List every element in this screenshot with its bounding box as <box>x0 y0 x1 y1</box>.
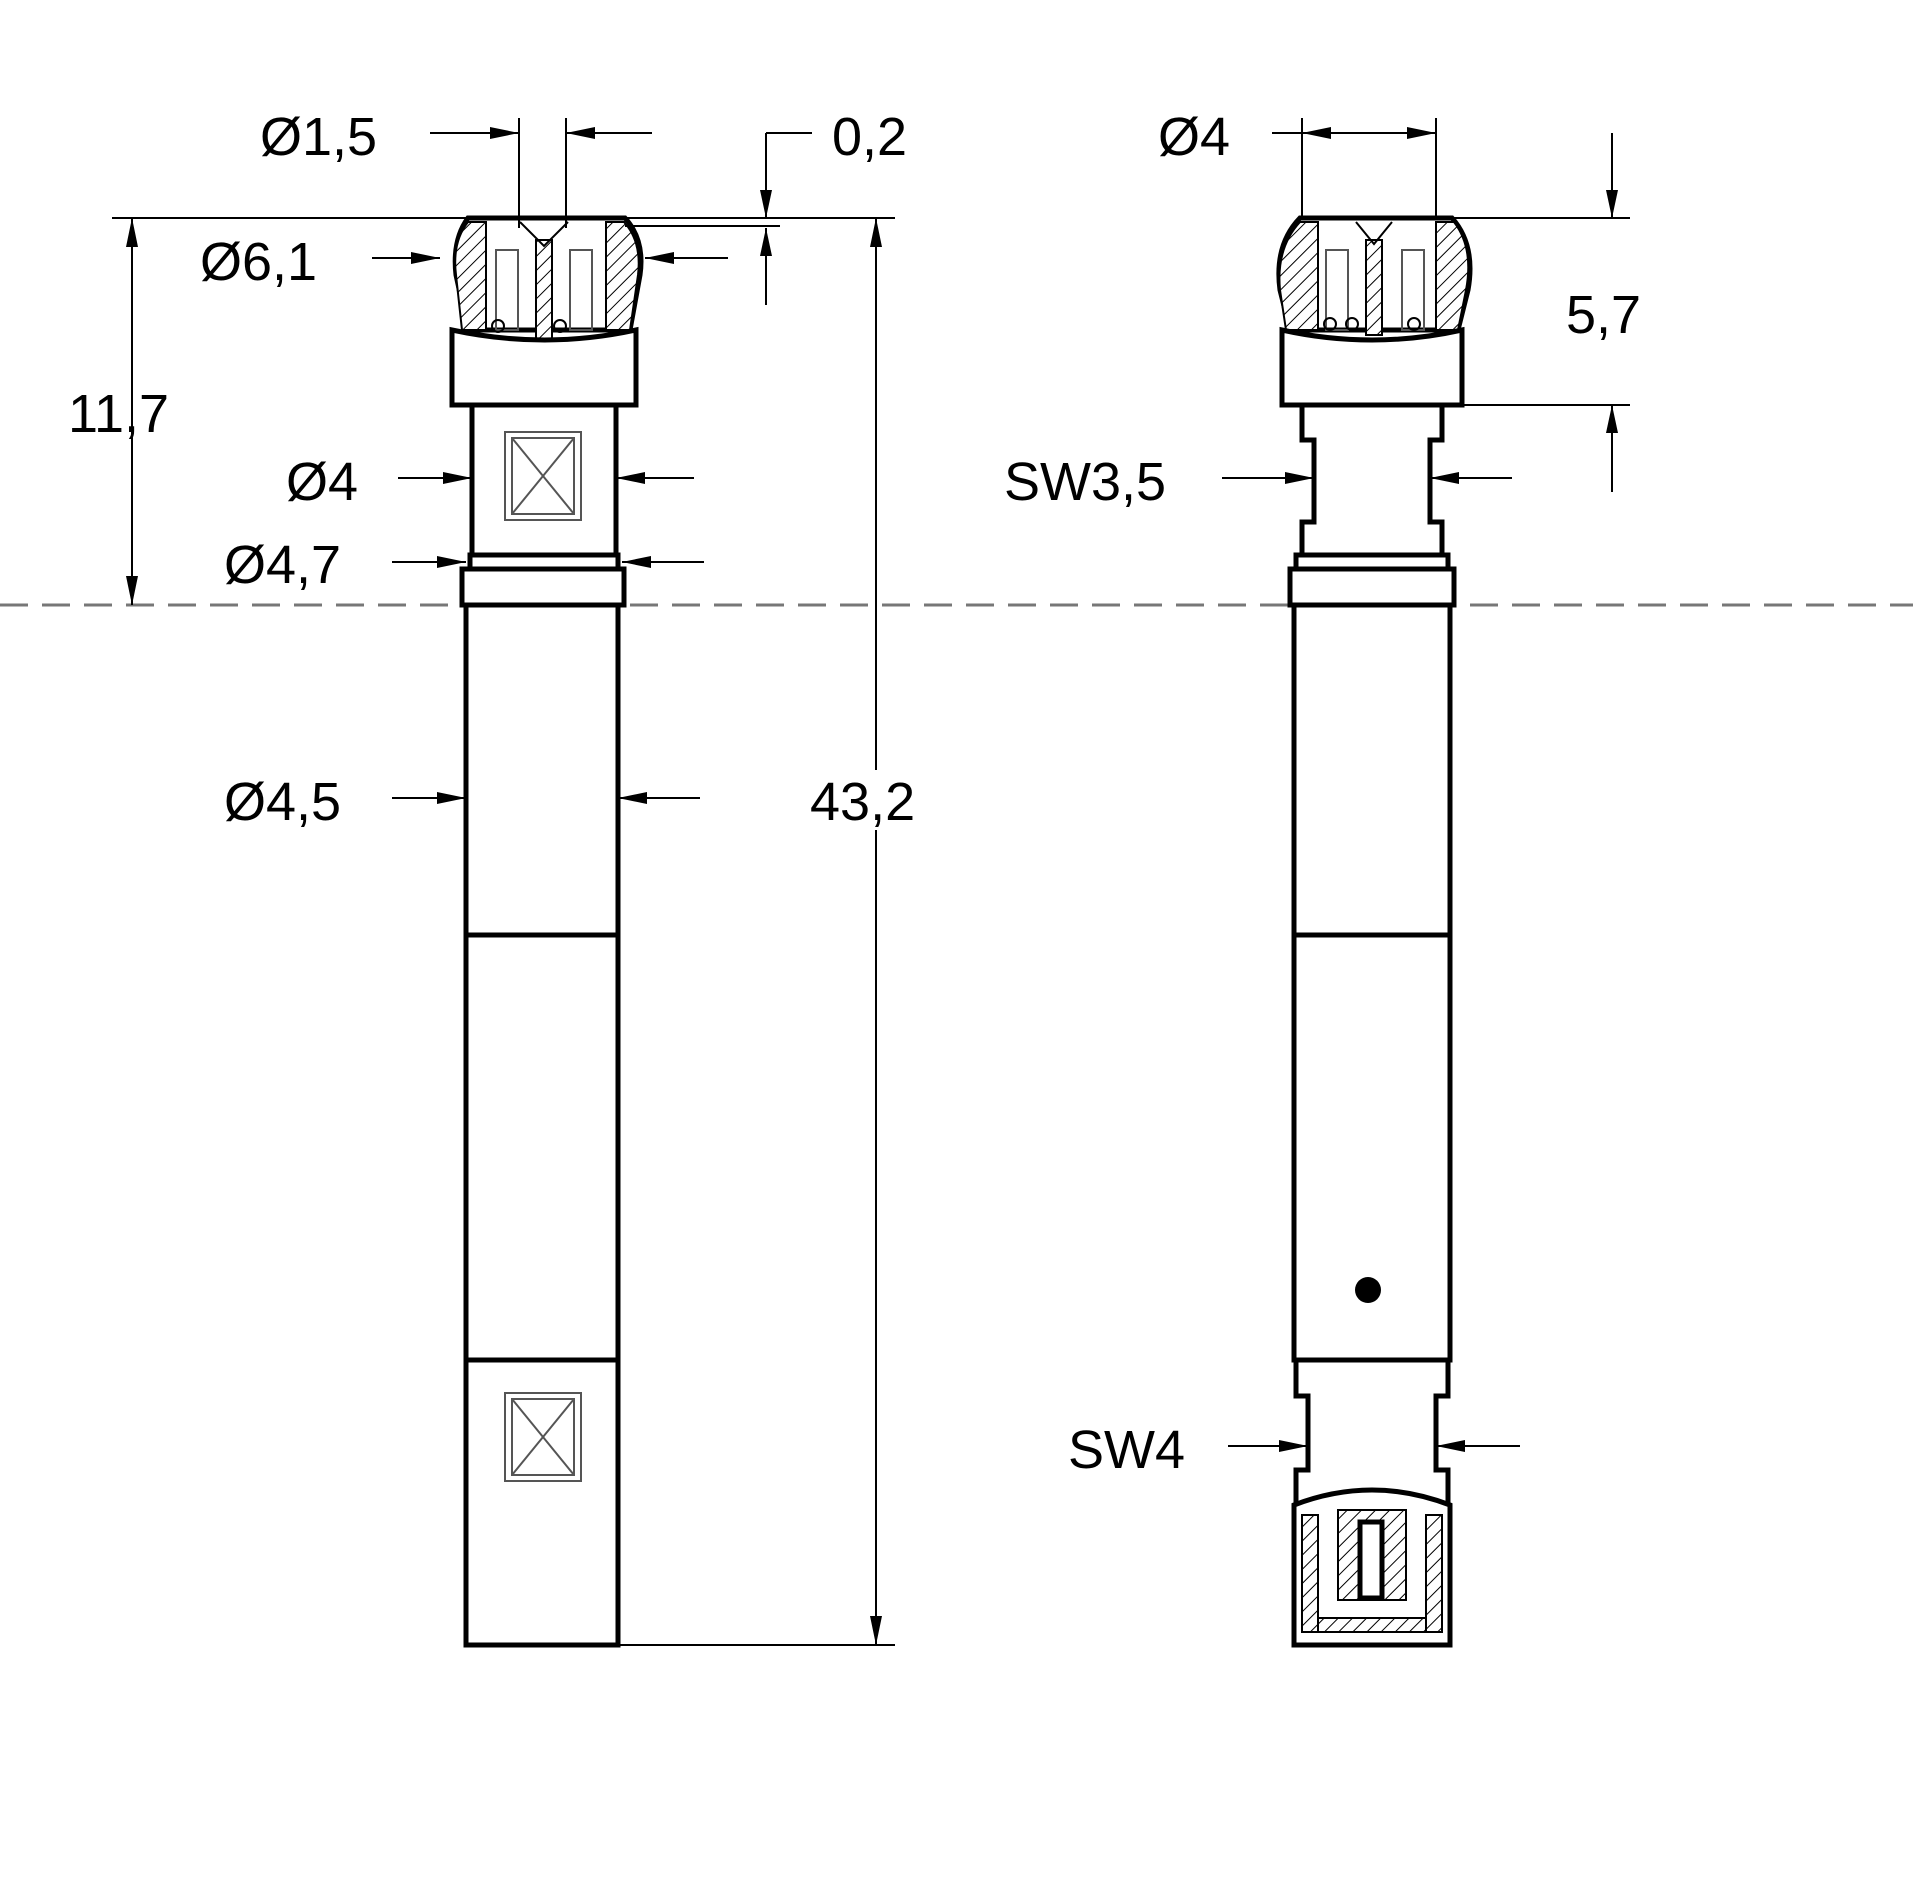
arrow <box>1279 1440 1308 1452</box>
arrow <box>616 472 645 484</box>
dim-tip-offset: 0,2 <box>832 107 907 167</box>
side-head-wall-right <box>1435 221 1470 331</box>
side-shank-upper <box>1291 602 1453 938</box>
front-ball-right <box>553 319 567 333</box>
side-lower-cup-bottom <box>1317 1617 1427 1633</box>
side-lower-cup-wall-left <box>1301 1514 1319 1633</box>
arrow <box>1436 1440 1465 1452</box>
front-plunger <box>535 239 553 341</box>
front-head-band <box>449 326 639 408</box>
side-ball-mid <box>1345 317 1359 331</box>
side-dim-head-diameter: Ø4 <box>1158 107 1230 167</box>
front-view <box>449 215 644 1648</box>
side-lower-cup-wall-right <box>1425 1514 1443 1633</box>
side-plunger-tip <box>1355 221 1393 246</box>
dim-tip-diameter: Ø1,5 <box>260 107 377 167</box>
arrow <box>1407 127 1436 139</box>
front-collar <box>459 566 627 608</box>
side-ball-right <box>1407 317 1421 331</box>
side-marking-dot <box>1355 1277 1381 1303</box>
arrow <box>870 218 882 247</box>
arrow <box>566 127 595 139</box>
front-square-section <box>469 402 619 558</box>
dim-shank-diameter: Ø4,5 <box>224 772 341 832</box>
arrow <box>760 190 772 218</box>
front-square-flat-bottom <box>504 1392 582 1482</box>
side-head-band <box>1279 326 1465 408</box>
arrow <box>1430 472 1459 484</box>
side-lower-insert-core <box>1357 1519 1385 1601</box>
side-inner-spring-left <box>1325 249 1349 331</box>
side-dimensions: Ø4 5,7 SW3,5 SW4 <box>1004 107 1641 1480</box>
arrow <box>411 252 440 264</box>
arrow <box>443 472 472 484</box>
side-head-wall-left <box>1278 221 1319 331</box>
arrow <box>870 1616 882 1645</box>
front-inner-spring-left <box>495 249 519 331</box>
dim-square-diameter: Ø4 <box>286 452 358 512</box>
front-head-wall-right <box>605 221 640 331</box>
arrow <box>126 576 138 605</box>
arrow <box>618 792 647 804</box>
front-plunger-tip <box>519 221 569 248</box>
arrow <box>760 228 772 256</box>
side-lower-hex <box>1293 1357 1451 1508</box>
arrow <box>645 252 674 264</box>
side-shank-middle <box>1291 932 1453 1363</box>
arrow <box>1285 472 1314 484</box>
arrow <box>1606 190 1618 218</box>
side-collar <box>1287 566 1457 608</box>
side-dim-head-height: 5,7 <box>1566 285 1641 345</box>
side-hex-section <box>1299 402 1445 558</box>
front-ball-left <box>491 319 505 333</box>
side-plunger <box>1365 239 1383 336</box>
arrow <box>437 792 466 804</box>
dim-head-diameter: Ø6,1 <box>200 232 317 292</box>
side-view <box>1276 215 1473 1648</box>
arrow <box>437 556 466 568</box>
front-square-flat-top <box>504 431 582 521</box>
front-inner-spring-right <box>569 249 593 331</box>
front-shank-middle <box>463 932 621 1363</box>
dim-overall-length: 43,2 <box>810 772 915 832</box>
front-shank-upper <box>463 602 621 938</box>
front-square-x-b <box>511 437 575 515</box>
dim-head-length: 11,7 <box>68 384 169 444</box>
front-square-bottom-x-b <box>511 1398 575 1476</box>
arrow <box>1606 405 1618 433</box>
arrow <box>1302 127 1331 139</box>
side-dim-hex-upper: SW3,5 <box>1004 452 1166 512</box>
arrow <box>126 218 138 247</box>
dim-collar-diameter: Ø4,7 <box>224 535 341 595</box>
front-shank-lower <box>463 1357 621 1648</box>
side-ball-left <box>1323 317 1337 331</box>
front-square-flat-top-inner <box>511 437 575 515</box>
arrow <box>622 556 651 568</box>
side-dim-hex-lower: SW4 <box>1068 1420 1185 1480</box>
arrow <box>490 127 519 139</box>
front-square-flat-bottom-inner <box>511 1398 575 1476</box>
front-dimensions: Ø1,5 0,2 Ø6,1 11,7 Ø4 Ø4,7 <box>68 107 915 1646</box>
front-head-wall-left <box>454 221 487 331</box>
